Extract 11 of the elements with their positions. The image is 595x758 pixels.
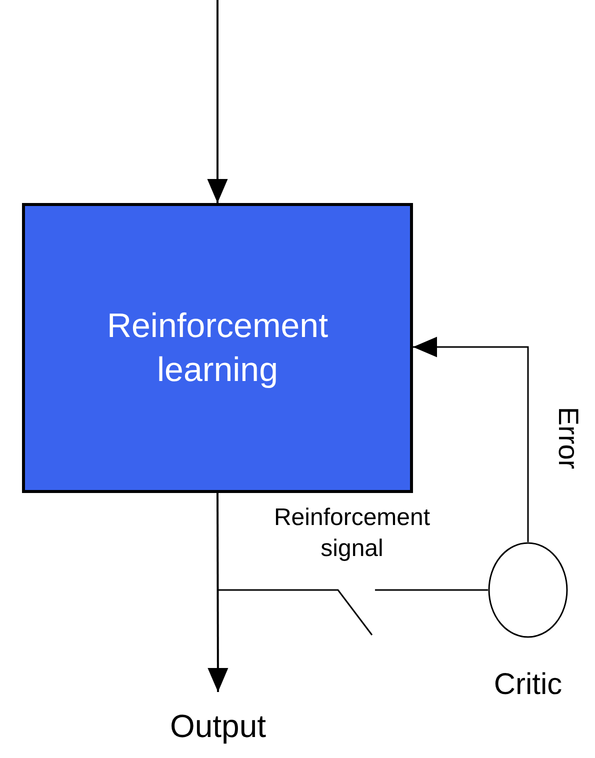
edge-label: Reinforcement signal xyxy=(272,503,432,564)
process-box xyxy=(22,203,413,493)
arrow xyxy=(413,336,529,542)
output-label: Output xyxy=(140,698,296,754)
arrow xyxy=(208,493,228,692)
node-label: Critic xyxy=(492,666,564,702)
arrow xyxy=(207,0,228,203)
box-label: Reinforcement learning xyxy=(106,306,330,391)
critic-circle xyxy=(488,542,568,638)
edge-label: Error xyxy=(552,406,585,472)
switch-line xyxy=(216,589,489,636)
